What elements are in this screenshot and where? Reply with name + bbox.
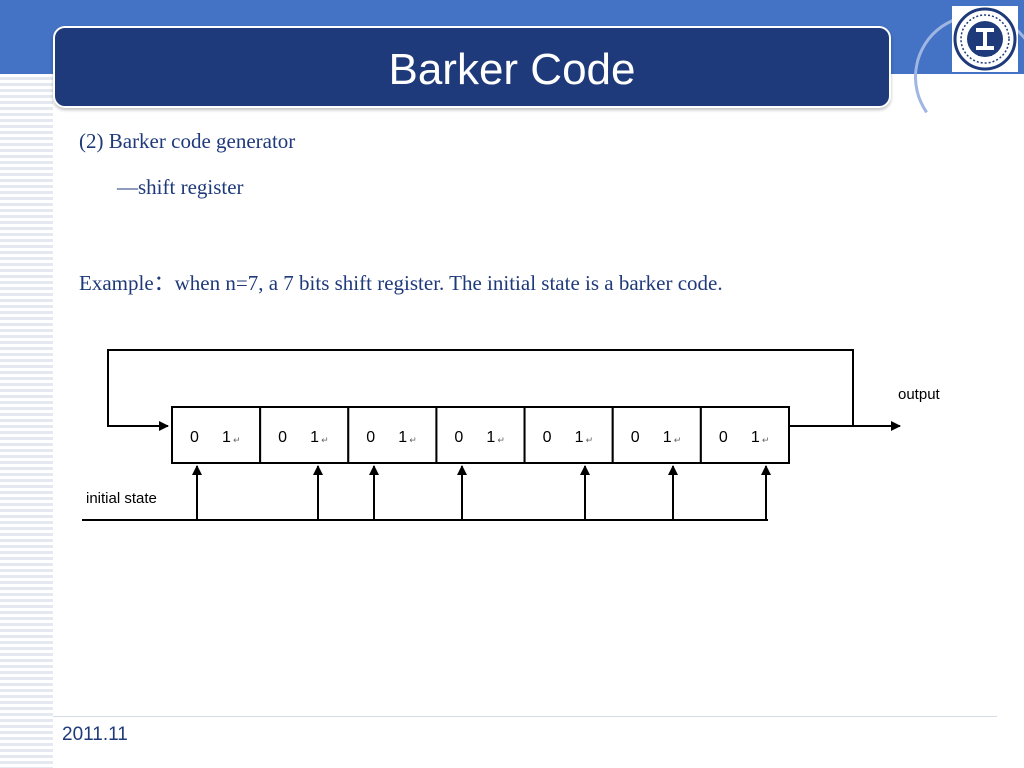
subheading-generator: (2) Barker code generator: [79, 129, 296, 153]
cell-value-a: 0: [719, 429, 728, 446]
cell-value-b: 1: [751, 429, 760, 446]
cell-value-a: 0: [278, 429, 287, 446]
title-banner: [53, 26, 891, 108]
initial-state-arrows: [192, 465, 771, 520]
register-cell: [611, 406, 702, 464]
cell-value-b: 1: [575, 429, 584, 446]
footer-date: 2011.11: [62, 724, 128, 745]
subheading-shift-register: —shift register: [117, 175, 244, 199]
return-mark-icon: ↵: [233, 436, 241, 446]
cell-value-a: 0: [631, 429, 640, 446]
cell-value-a: 0: [454, 429, 463, 446]
return-mark-icon: ↵: [586, 436, 594, 446]
return-mark-icon: ↵: [762, 436, 770, 446]
feedback-line: [107, 349, 854, 431]
return-mark-icon: ↵: [674, 436, 682, 446]
footer-divider: [53, 716, 997, 717]
left-decorative-stripes: [0, 74, 53, 768]
cell-value-b: 1: [222, 429, 231, 446]
register-cell: [699, 406, 790, 464]
cell-value-b: 1: [486, 429, 495, 446]
register-cell: [347, 406, 438, 464]
cell-value-b: 1: [663, 429, 672, 446]
return-mark-icon: ↵: [497, 436, 505, 446]
slide-title: Barker Code: [388, 45, 636, 94]
cell-value-a: 0: [366, 429, 375, 446]
university-logo-icon: [952, 6, 1018, 72]
cell-value-a: 0: [543, 429, 552, 446]
cell-value-b: 1: [398, 429, 407, 446]
cell-value-a: 0: [190, 429, 199, 446]
return-mark-icon: ↵: [409, 436, 417, 446]
register-cell: [435, 406, 526, 464]
output-label: output: [898, 386, 941, 403]
register-cell: [259, 406, 350, 464]
cell-value-b: 1: [310, 429, 319, 446]
initial-state-label: initial state: [86, 490, 157, 507]
register-cell: [523, 406, 614, 464]
return-mark-icon: ↵: [321, 436, 329, 446]
register-cell: [171, 406, 262, 464]
example-text: Example：when n=7, a 7 bits shift registe…: [79, 271, 723, 295]
